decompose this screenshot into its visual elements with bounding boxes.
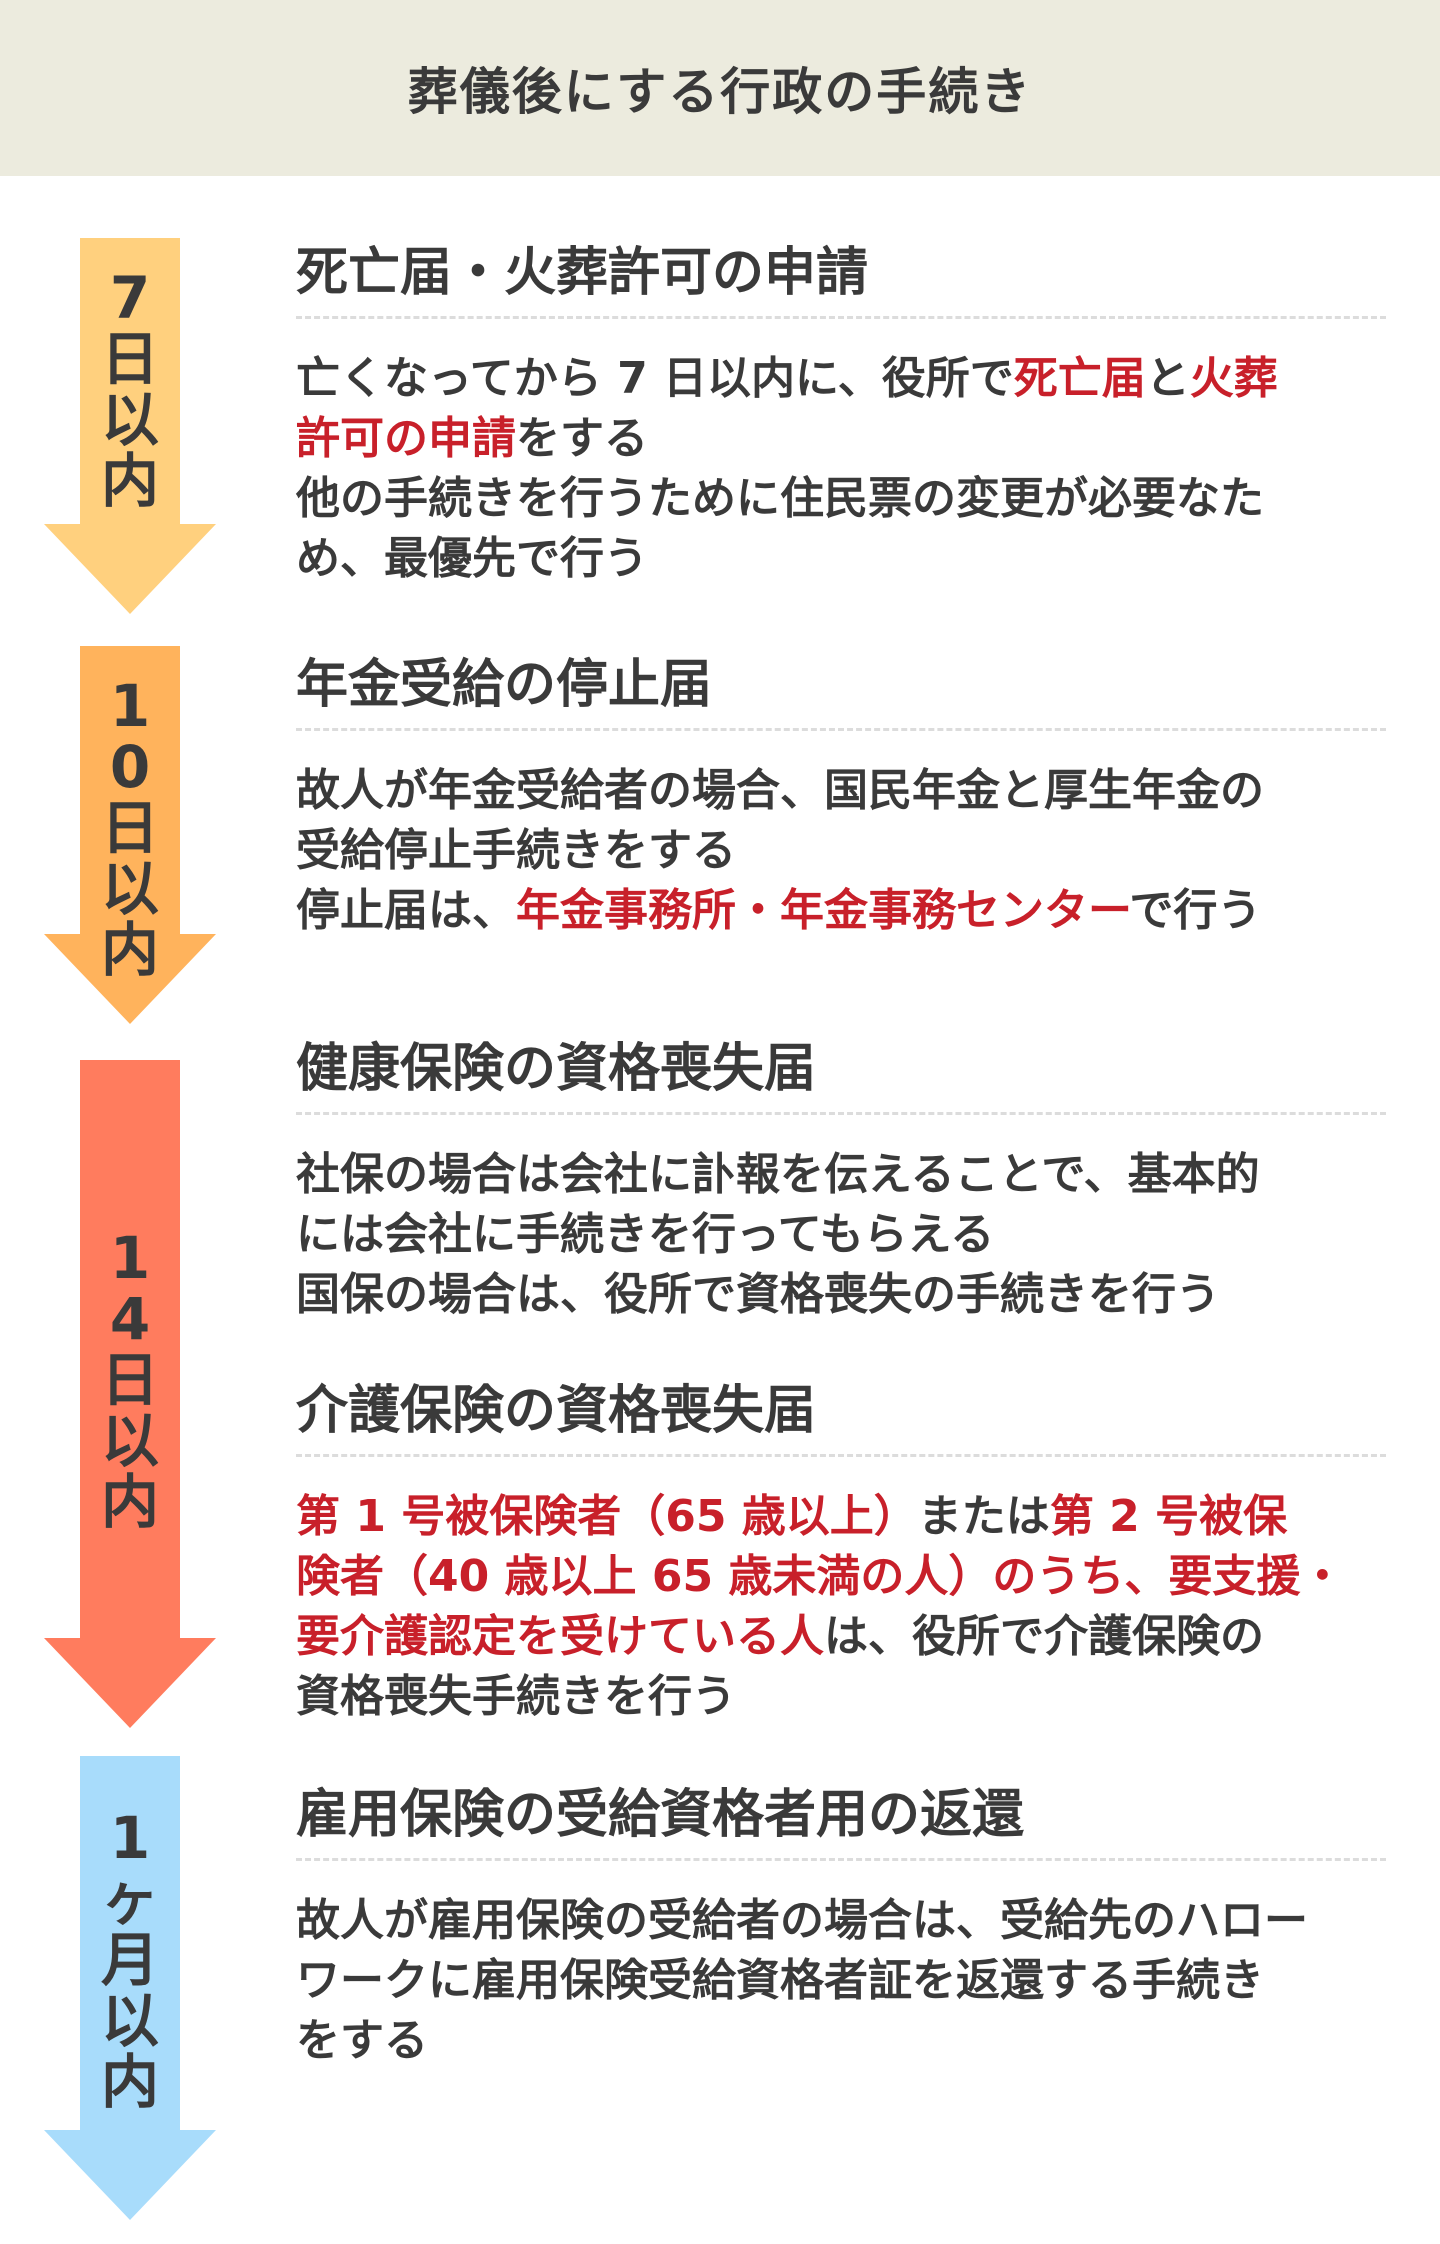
- section-title: 年金受給の停止届: [296, 655, 713, 715]
- highlight-text: 険者（40 歳以上 65 歳未満の人）のうち、要支援・: [296, 1551, 1345, 1602]
- arrow-10-days-shape: [44, 646, 216, 1024]
- arrow-14-days-shape: [44, 1060, 216, 1728]
- body-line: 停止届は、年金事務所・年金事務センターで行う: [296, 881, 1396, 941]
- divider: [296, 728, 1386, 731]
- arrow-label-char: 以: [100, 385, 159, 454]
- body-text: 故人が年金受給者の場合、国民年金と厚生年金の: [296, 765, 1264, 816]
- body-text: 故人が雇用保険の受給者の場合は、受給先のハロー: [296, 1895, 1308, 1946]
- body-text: ワークに雇用保険受給資格者証を返還する手続き: [296, 1955, 1264, 2006]
- divider: [296, 1858, 1386, 1861]
- body-text: 他の手続きを行うために住民票の変更が必要なた: [296, 473, 1264, 524]
- arrow-label-char: 以: [100, 1406, 159, 1475]
- section-body: 第 1 号被保険者（65 歳以上）または第 2 号被保険者（40 歳以上 65 …: [296, 1487, 1396, 1727]
- body-line: 第 1 号被保険者（65 歳以上）または第 2 号被保: [296, 1487, 1396, 1547]
- body-line: 資格喪失手続きを行う: [296, 1667, 1396, 1727]
- arrow-label-char: 内: [100, 915, 159, 984]
- body-text: 社保の場合は会社に訃報を伝えることで、基本的: [296, 1149, 1260, 1200]
- arrow-10-days-fill: [44, 646, 216, 1024]
- arrow-label-char: 日: [100, 793, 159, 862]
- body-line: 国保の場合は、役所で資格喪失の手続きを行う: [296, 1265, 1396, 1325]
- section-body: 社保の場合は会社に訃報を伝えることで、基本的には会社に手続きを行ってもらえる国保…: [296, 1145, 1396, 1325]
- highlight-text: 火葬: [1189, 353, 1278, 404]
- section-title: 雇用保険の受給資格者用の返還: [296, 1785, 1025, 1845]
- section-death-cremation: 死亡届・火葬許可の申請 亡くなってから 7 日以内に、役所で死亡届と火葬許可の申…: [296, 238, 1396, 589]
- body-line: をする: [296, 2011, 1396, 2071]
- body-line: 険者（40 歳以上 65 歳未満の人）のうち、要支援・: [296, 1547, 1396, 1607]
- body-line: め、最優先で行う: [296, 529, 1396, 589]
- section-body: 亡くなってから 7 日以内に、役所で死亡届と火葬許可の申請をする他の手続きを行う…: [296, 349, 1396, 589]
- arrow-7-days-shape: [44, 238, 216, 614]
- body-text: は、役所で介護保険の: [824, 1611, 1264, 1662]
- body-text: をする: [516, 413, 648, 464]
- body-text: 亡くなってから 7 日以内に、役所で: [296, 353, 1014, 404]
- body-line: 受給停止手続きをする: [296, 821, 1396, 881]
- section-employment-insurance: 雇用保険の受給資格者用の返還 故人が雇用保険の受給者の場合は、受給先のハローワー…: [296, 1780, 1396, 2071]
- body-text: で行う: [1129, 885, 1262, 936]
- arrow-1-month-shape: [44, 1756, 216, 2220]
- body-line: 亡くなってから 7 日以内に、役所で死亡届と火葬: [296, 349, 1396, 409]
- highlight-text: 第 1 号被保険者（65 歳以上）: [296, 1491, 918, 1542]
- arrow-label-char: 内: [100, 446, 159, 515]
- arrow-label-char: 10: [109, 672, 150, 801]
- body-line: 許可の申請をする: [296, 409, 1396, 469]
- body-line: 社保の場合は会社に訃報を伝えることで、基本的: [296, 1145, 1396, 1205]
- arrow-label-char: 1: [109, 1804, 151, 1872]
- body-line: 要介護認定を受けている人は、役所で介護保険の: [296, 1607, 1396, 1667]
- section-title: 介護保険の資格喪失届: [296, 1381, 817, 1441]
- arrow-label-char: ヶ: [100, 1864, 159, 1933]
- highlight-text: 第 2 号被保: [1049, 1491, 1288, 1542]
- arrow-1-month-fill: [44, 1756, 216, 2220]
- highlight-text: 許可の申請: [296, 413, 516, 464]
- section-body: 故人が年金受給者の場合、国民年金と厚生年金の受給停止手続きをする停止届は、年金事…: [296, 761, 1396, 941]
- arrow-label-char: 内: [100, 1467, 159, 1536]
- arrow-label-char: 月: [100, 1925, 159, 1994]
- divider: [296, 1454, 1386, 1457]
- body-text: 資格喪失手続きを行う: [296, 1671, 736, 1722]
- body-line: 故人が年金受給者の場合、国民年金と厚生年金の: [296, 761, 1396, 821]
- arrow-label-char: 以: [100, 854, 159, 923]
- body-line: には会社に手続きを行ってもらえる: [296, 1205, 1396, 1265]
- body-line: 故人が雇用保険の受給者の場合は、受給先のハロー: [296, 1891, 1396, 1951]
- arrow-7-days-fill: [44, 238, 216, 614]
- body-text: には会社に手続きを行ってもらえる: [296, 1209, 995, 1260]
- header-bar: 葬儀後にする行政の手続き: [0, 0, 1440, 176]
- body-line: ワークに雇用保険受給資格者証を返還する手続き: [296, 1951, 1396, 2011]
- page-title: 葬儀後にする行政の手続き: [407, 63, 1033, 121]
- arrow-label-char: 内: [100, 2047, 159, 2116]
- arrow-label-char: 7: [109, 264, 151, 332]
- body-text: め、最優先で行う: [296, 533, 648, 584]
- section-title: 死亡届・火葬許可の申請: [296, 243, 869, 303]
- arrow-14-days-fill: [44, 1060, 216, 1728]
- body-text: と: [1145, 353, 1190, 404]
- body-text: をする: [296, 2015, 428, 2066]
- highlight-text: 年金事務所・年金事務センター: [516, 885, 1130, 936]
- highlight-text: 要介護認定を受けている人: [296, 1611, 824, 1662]
- body-text: 国保の場合は、役所で資格喪失の手続きを行う: [296, 1269, 1220, 1320]
- arrow-label-char: 日: [100, 324, 159, 393]
- section-care-insurance: 介護保険の資格喪失届 第 1 号被保険者（65 歳以上）または第 2 号被保険者…: [296, 1376, 1396, 1727]
- arrow-label-char: 日: [100, 1345, 159, 1414]
- section-health-insurance: 健康保険の資格喪失届 社保の場合は会社に訃報を伝えることで、基本的には会社に手続…: [296, 1034, 1396, 1325]
- body-text: または: [917, 1491, 1050, 1542]
- body-text: 停止届は、: [296, 885, 516, 936]
- section-title: 健康保険の資格喪失届: [296, 1039, 817, 1099]
- divider: [296, 1112, 1386, 1115]
- body-line: 他の手続きを行うために住民票の変更が必要なた: [296, 469, 1396, 529]
- body-text: 受給停止手続きをする: [296, 825, 736, 876]
- highlight-text: 死亡届: [1013, 353, 1146, 404]
- arrow-label-char: 14: [109, 1224, 150, 1353]
- divider: [296, 316, 1386, 319]
- arrow-label-char: 以: [100, 1986, 159, 2055]
- section-body: 故人が雇用保険の受給者の場合は、受給先のハローワークに雇用保険受給資格者証を返還…: [296, 1891, 1396, 2071]
- section-pension-stop: 年金受給の停止届 故人が年金受給者の場合、国民年金と厚生年金の受給停止手続きをす…: [296, 650, 1396, 941]
